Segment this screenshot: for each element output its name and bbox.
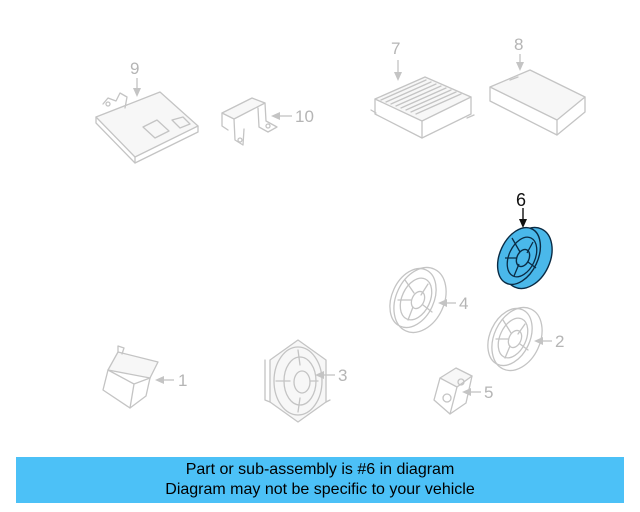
part-9-bracket-plate[interactable] (95, 91, 199, 164)
callout-7: 7 (391, 39, 402, 81)
callout-2: 2 (534, 332, 564, 351)
svg-text:10: 10 (295, 107, 314, 126)
callout-3: 3 (315, 366, 347, 385)
part-7-amplifier[interactable] (370, 76, 475, 139)
part-8-control-module[interactable] (489, 69, 586, 136)
svg-text:4: 4 (459, 294, 468, 313)
svg-text:9: 9 (130, 59, 139, 78)
svg-text:3: 3 (338, 366, 347, 385)
part-6-speaker[interactable] (489, 220, 561, 297)
svg-text:2: 2 (555, 332, 564, 351)
part-2-speaker[interactable] (479, 299, 552, 378)
svg-text:1: 1 (178, 371, 187, 390)
banner-line-2: Diagram may not be specific to your vehi… (165, 481, 475, 498)
callout-4: 4 (438, 294, 468, 313)
callout-5: 5 (462, 383, 493, 402)
svg-text:5: 5 (484, 383, 493, 402)
info-banner: Part or sub-assembly is #6 in diagram Di… (16, 457, 624, 503)
callout-8: 8 (514, 35, 524, 71)
part-5-tweeter-bracket[interactable] (433, 367, 473, 415)
callout-1: 1 (155, 371, 187, 390)
svg-text:6: 6 (516, 190, 526, 210)
part-10-mounting-bracket[interactable] (221, 97, 278, 146)
banner-line-1: Part or sub-assembly is #6 in diagram (185, 461, 455, 478)
svg-text:8: 8 (514, 35, 523, 54)
part-4-speaker[interactable] (381, 259, 456, 341)
callout-9: 9 (130, 59, 141, 97)
callout-6: 6 (516, 190, 527, 228)
part-1-tweeter[interactable] (102, 345, 159, 409)
callout-10: 10 (271, 107, 314, 126)
svg-text:7: 7 (391, 39, 400, 58)
part-3-large-speaker[interactable] (264, 339, 331, 423)
